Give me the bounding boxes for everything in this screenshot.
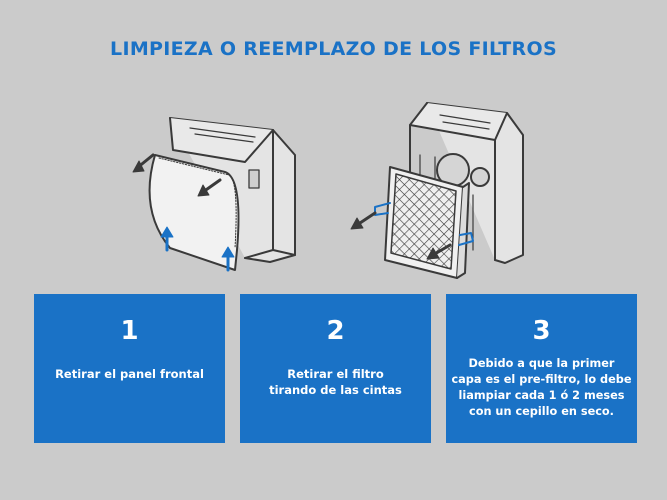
step-card-3: 3 Debido a que la primer capa es el pre-… bbox=[446, 294, 637, 443]
step-number: 2 bbox=[326, 316, 345, 346]
step-card-1: 1 Retirar el panel frontal bbox=[34, 294, 225, 443]
step-card-2: 2 Retirar el filtro tirando de las cinta… bbox=[240, 294, 431, 443]
page-title: LIMPIEZA O REEMPLAZO DE LOS FILTROS bbox=[110, 38, 557, 60]
step-text: Retirar el filtro tirando de las cintas bbox=[269, 367, 402, 397]
remove-front-panel-illustration bbox=[132, 117, 296, 272]
step-number: 1 bbox=[120, 316, 139, 346]
step-number: 3 bbox=[532, 316, 551, 346]
step-text: Retirar el panel frontal bbox=[55, 367, 204, 381]
step-text: Debido a que la primer capa es el pre-fi… bbox=[451, 357, 632, 418]
remove-filter-illustration bbox=[350, 102, 524, 279]
